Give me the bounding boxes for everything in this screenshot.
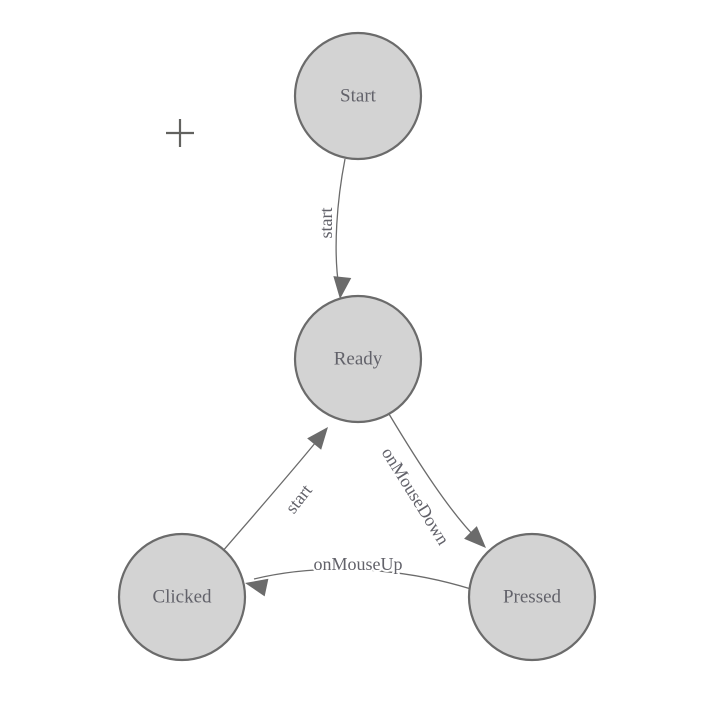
edge-line-start-to-ready	[335, 158, 346, 289]
edge-label-start-to-ready: start	[316, 208, 336, 239]
node-circle-clicked[interactable]	[117, 532, 247, 662]
edge-line-pressed-to-clicked	[253, 568, 472, 590]
node-label-start: Start	[340, 85, 377, 106]
overlay-layer	[166, 119, 194, 147]
node-pressed[interactable]: Pressed	[467, 532, 597, 662]
arrowhead-start-to-ready	[333, 276, 352, 299]
node-circle-ready[interactable]	[293, 294, 423, 424]
edge-label-clicked-to-ready: start	[281, 480, 316, 517]
node-ready[interactable]: Ready	[293, 294, 423, 424]
node-label-clicked: Clicked	[152, 586, 212, 607]
node-start[interactable]: Start	[293, 31, 423, 161]
edge-label-halo-pressed-to-clicked: onMouseUp	[314, 554, 403, 574]
node-label-pressed: Pressed	[503, 586, 562, 607]
arrowhead-pressed-to-clicked	[245, 578, 269, 597]
node-circle-pressed[interactable]	[467, 532, 597, 662]
arrowhead-clicked-to-ready	[307, 427, 328, 450]
arrowhead-ready-to-pressed	[464, 526, 486, 548]
node-circle-start[interactable]	[293, 31, 423, 161]
edge-line-clicked-to-ready	[221, 436, 321, 553]
edge-label-halo-start-to-ready: start	[316, 208, 336, 239]
node-clicked[interactable]: Clicked	[117, 532, 247, 662]
node-label-ready: Ready	[334, 348, 383, 369]
crosshair-marker	[166, 119, 194, 147]
edge-line-ready-to-pressed	[388, 413, 479, 541]
edge-label-pressed-to-clicked: onMouseUp	[314, 554, 403, 574]
